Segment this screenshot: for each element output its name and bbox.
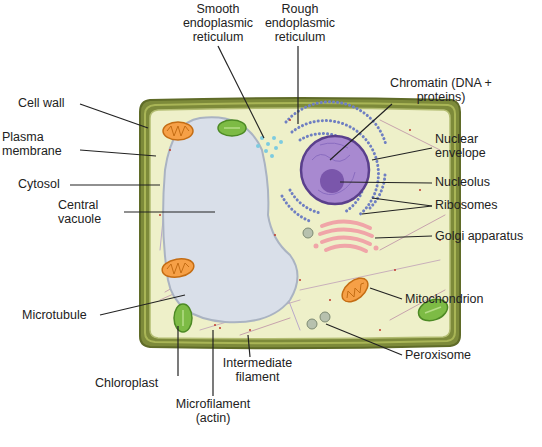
smooth-er-vesicle bbox=[266, 142, 270, 146]
golgi-vesicle bbox=[374, 246, 379, 251]
part-label: Plasma membrane bbox=[2, 130, 77, 158]
rough-er-sheet bbox=[282, 196, 312, 222]
part-label: Mitochondrion bbox=[405, 292, 535, 306]
leader-line bbox=[372, 148, 432, 160]
rough-er-sheet bbox=[292, 121, 378, 216]
leader-line bbox=[330, 104, 392, 160]
part-label: Peroxisome bbox=[405, 348, 535, 362]
part-label: Nucleolus bbox=[435, 175, 535, 189]
part-label: Central vacuole bbox=[58, 198, 126, 226]
ribosome bbox=[214, 324, 216, 326]
golgi-cisterna bbox=[322, 221, 370, 228]
part-label: Chromatin (DNA + proteins) bbox=[385, 76, 497, 104]
ribosomes bbox=[159, 119, 441, 331]
ribosome bbox=[419, 189, 421, 191]
chromatin-strand bbox=[312, 154, 350, 161]
smooth-er-vesicle bbox=[256, 144, 260, 148]
leader-line bbox=[218, 46, 264, 138]
peroxisome bbox=[307, 319, 317, 329]
part-label: Ribosomes bbox=[435, 198, 535, 212]
ribosome bbox=[379, 329, 381, 331]
peroxisome bbox=[303, 228, 313, 238]
central-vacuole bbox=[163, 117, 297, 322]
ribosome bbox=[299, 279, 301, 281]
part-label: Microtubule bbox=[22, 308, 122, 322]
leader-line bbox=[362, 206, 432, 214]
leader-line bbox=[70, 184, 160, 185]
cell-wall-rim bbox=[145, 103, 455, 343]
thylakoid bbox=[224, 127, 240, 129]
smooth-er-vesicle bbox=[279, 140, 283, 144]
thylakoid bbox=[182, 310, 184, 326]
ribosome bbox=[329, 299, 331, 301]
part-label: Chloroplast bbox=[95, 376, 195, 390]
leader-line bbox=[248, 335, 250, 357]
mitochondrion bbox=[338, 273, 373, 306]
part-label: Cytosol bbox=[18, 177, 88, 191]
leader-line bbox=[375, 236, 432, 238]
mitochondrion-cristae bbox=[167, 126, 189, 136]
part-label: Smooth endoplasmic reticulum bbox=[168, 2, 268, 44]
nucleus bbox=[301, 136, 369, 204]
ribosome bbox=[394, 269, 396, 271]
leader-line bbox=[80, 150, 156, 156]
leader-line bbox=[372, 198, 432, 206]
part-label: Intermediate filament bbox=[210, 356, 305, 384]
part-label: Golgi apparatus bbox=[435, 229, 542, 243]
peroxisomes bbox=[303, 228, 330, 329]
golgi-cisterna bbox=[326, 246, 366, 251]
leader-line bbox=[80, 104, 148, 128]
filament-line bbox=[380, 120, 440, 150]
leader-line bbox=[212, 330, 213, 396]
ribosome bbox=[169, 149, 171, 151]
ribosome bbox=[409, 129, 411, 131]
smooth-er-vesicle bbox=[264, 149, 268, 153]
ribosome bbox=[249, 329, 251, 331]
leader-line bbox=[326, 324, 402, 355]
ribosome bbox=[289, 119, 291, 121]
leader-line bbox=[340, 182, 432, 183]
rough-er-sheet bbox=[370, 175, 385, 208]
cell-wall bbox=[140, 98, 460, 348]
golgi-cisterna bbox=[320, 229, 372, 236]
nucleolus bbox=[320, 169, 344, 193]
chloroplast bbox=[218, 120, 246, 136]
leader-line bbox=[370, 288, 402, 299]
leader-line bbox=[124, 211, 215, 212]
smooth-er bbox=[256, 136, 283, 158]
ribosome bbox=[274, 234, 276, 236]
peroxisome bbox=[320, 312, 330, 322]
chromatin bbox=[312, 143, 355, 194]
mitochondrion-cristae bbox=[347, 283, 364, 298]
part-label: Rough endoplasmic reticulum bbox=[250, 2, 350, 44]
thylakoid bbox=[425, 307, 441, 313]
smooth-er-vesicle bbox=[272, 136, 276, 140]
golgi-apparatus bbox=[320, 221, 372, 251]
mitochondrion-cristae bbox=[167, 263, 189, 274]
leader-line bbox=[177, 326, 178, 376]
ribosome bbox=[159, 214, 161, 216]
part-label: Microfilament (actin) bbox=[165, 397, 261, 425]
smooth-er-vesicle bbox=[270, 154, 274, 158]
mitochondrion bbox=[161, 256, 196, 279]
mitochondrion bbox=[163, 122, 193, 140]
chloroplast bbox=[174, 304, 192, 332]
golgi-vesicle bbox=[314, 244, 319, 249]
ribosome bbox=[219, 327, 221, 329]
part-label: Cell wall bbox=[18, 96, 108, 110]
leader-line bbox=[297, 46, 298, 124]
leader-line bbox=[100, 295, 185, 315]
smooth-er-vesicle bbox=[274, 146, 278, 150]
filament-line bbox=[300, 260, 440, 290]
part-label: Nuclear envelope bbox=[435, 132, 515, 160]
golgi-cisterna bbox=[322, 237, 370, 244]
leader-lines bbox=[70, 46, 432, 396]
